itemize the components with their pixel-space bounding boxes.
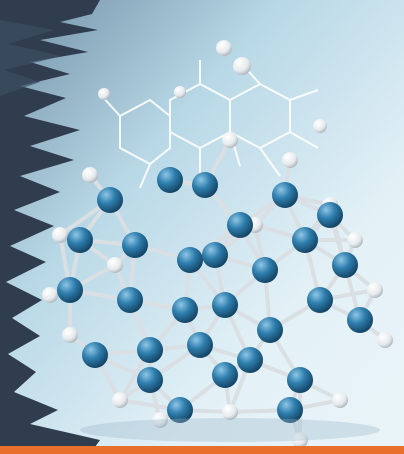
hydrogen-atom [282, 152, 298, 168]
carbon-atom [272, 182, 298, 208]
hydrogen-atom [42, 287, 58, 303]
carbon-atom [257, 317, 283, 343]
carbon-atom [167, 397, 193, 423]
carbon-atom [137, 367, 163, 393]
carbon-atom [192, 172, 218, 198]
hydrogen-atom [332, 392, 348, 408]
carbon-atom [122, 232, 148, 258]
hydrogen-atom [52, 227, 68, 243]
carbon-atom [212, 292, 238, 318]
wireframe-atoms [98, 40, 327, 133]
carbon-atom [237, 347, 263, 373]
carbon-atom [287, 367, 313, 393]
floor-shadow [80, 418, 380, 442]
carbon-atom [332, 252, 358, 278]
hydrogen-atom [82, 167, 98, 183]
carbon-atom [227, 212, 253, 238]
hydrogen-atom [222, 404, 238, 420]
lattice-atoms [42, 132, 393, 448]
hydrogen-atom [62, 327, 78, 343]
carbon-atom [202, 242, 228, 268]
hydrogen-atom [347, 232, 363, 248]
hydrogen-atom [292, 432, 308, 448]
dark-brush-streak [0, 20, 62, 96]
hydrogen-atom [367, 282, 383, 298]
carbon-atom [347, 307, 373, 333]
carbon-atom [67, 227, 93, 253]
carbon-atom [187, 332, 213, 358]
carbon-atom [82, 342, 108, 368]
carbon-atom [157, 167, 183, 193]
carbon-atom [117, 287, 143, 313]
hydrogen-atom [222, 132, 238, 148]
carbon-atom [172, 297, 198, 323]
hydrogen-atom [112, 392, 128, 408]
carbon-atom [212, 362, 238, 388]
carbon-atom [252, 257, 278, 283]
accent-bar [0, 446, 404, 454]
carbon-atom [137, 337, 163, 363]
carbon-atom [307, 287, 333, 313]
carbon-atom [277, 397, 303, 423]
carbon-atom [97, 187, 123, 213]
hydrogen-atom [107, 257, 123, 273]
carbon-atom [177, 247, 203, 273]
hydrogen-atom [377, 332, 393, 348]
carbon-atom [317, 202, 343, 228]
carbon-atom [292, 227, 318, 253]
dark-brush-panel [0, 0, 100, 454]
hydrogen-atom [152, 412, 168, 428]
carbon-atom [57, 277, 83, 303]
